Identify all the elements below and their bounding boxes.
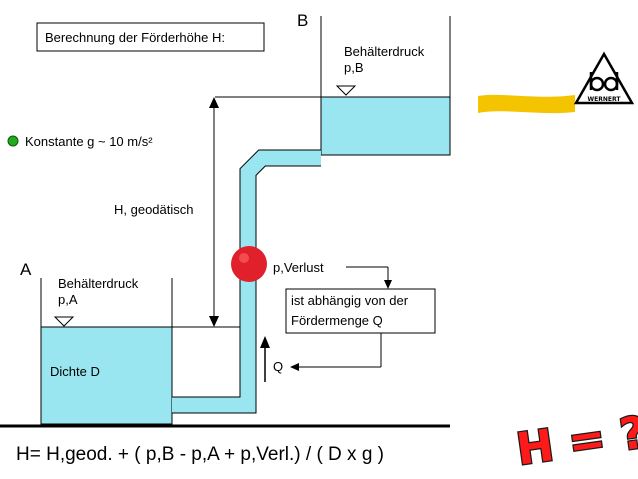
- flow-arrow-up-icon: [260, 336, 270, 348]
- wernert-logo: WERNERT: [478, 51, 635, 114]
- pipe-water: [172, 150, 321, 413]
- height-arrow-up-icon: [209, 97, 219, 108]
- dependency-arrow-left-icon: [290, 363, 299, 371]
- logo-stripe: [478, 94, 575, 114]
- tank-a-pressure-line2: p,A: [58, 292, 78, 307]
- loss-arrow-down-icon: [384, 280, 392, 289]
- height-label: H, geodätisch: [114, 202, 194, 217]
- tank-b-walls: [320, 16, 451, 156]
- loss-ball-icon: [231, 246, 267, 282]
- loss-ball-highlight: [239, 253, 249, 263]
- tank-a-water: [41, 327, 172, 424]
- tank-a-level-marker-icon: [53, 316, 75, 327]
- tank-b-pressure-line1: Behälterdruck: [344, 44, 425, 59]
- tank-b-water: [321, 97, 450, 155]
- tank-a-density: Dichte D: [50, 364, 100, 379]
- loss-label: p,Verlust: [273, 260, 324, 275]
- tank-b-letter: B: [297, 11, 308, 30]
- constant-text: Konstante g ~ 10 m/s²: [25, 134, 153, 149]
- formula-text: H= H,geod. + ( p,B - p,A + p,Verl.) / ( …: [16, 444, 384, 465]
- title-box: [36, 22, 265, 52]
- flow-label: Q: [273, 359, 283, 374]
- height-label-bg: [112, 200, 212, 218]
- title-text: Berechnung der Förderhöhe H:: [45, 30, 225, 45]
- question-text: H = ?: [513, 407, 638, 476]
- bullet-icon: [7, 135, 19, 147]
- tank-a-walls: [40, 278, 173, 425]
- logo-text: WERNERT: [588, 96, 622, 103]
- tank-a-pressure-line1: Behälterdruck: [58, 276, 139, 291]
- dependency-line1: ist abhängig von der: [291, 293, 409, 308]
- tank-b-pressure-line2: p,B: [344, 60, 364, 75]
- dependency-box: [285, 288, 436, 334]
- dependency-line2: Fördermenge Q: [291, 313, 383, 328]
- tank-b-level-marker-icon: [335, 85, 357, 96]
- height-arrow-down-icon: [209, 316, 219, 327]
- tank-a-letter: A: [20, 260, 32, 279]
